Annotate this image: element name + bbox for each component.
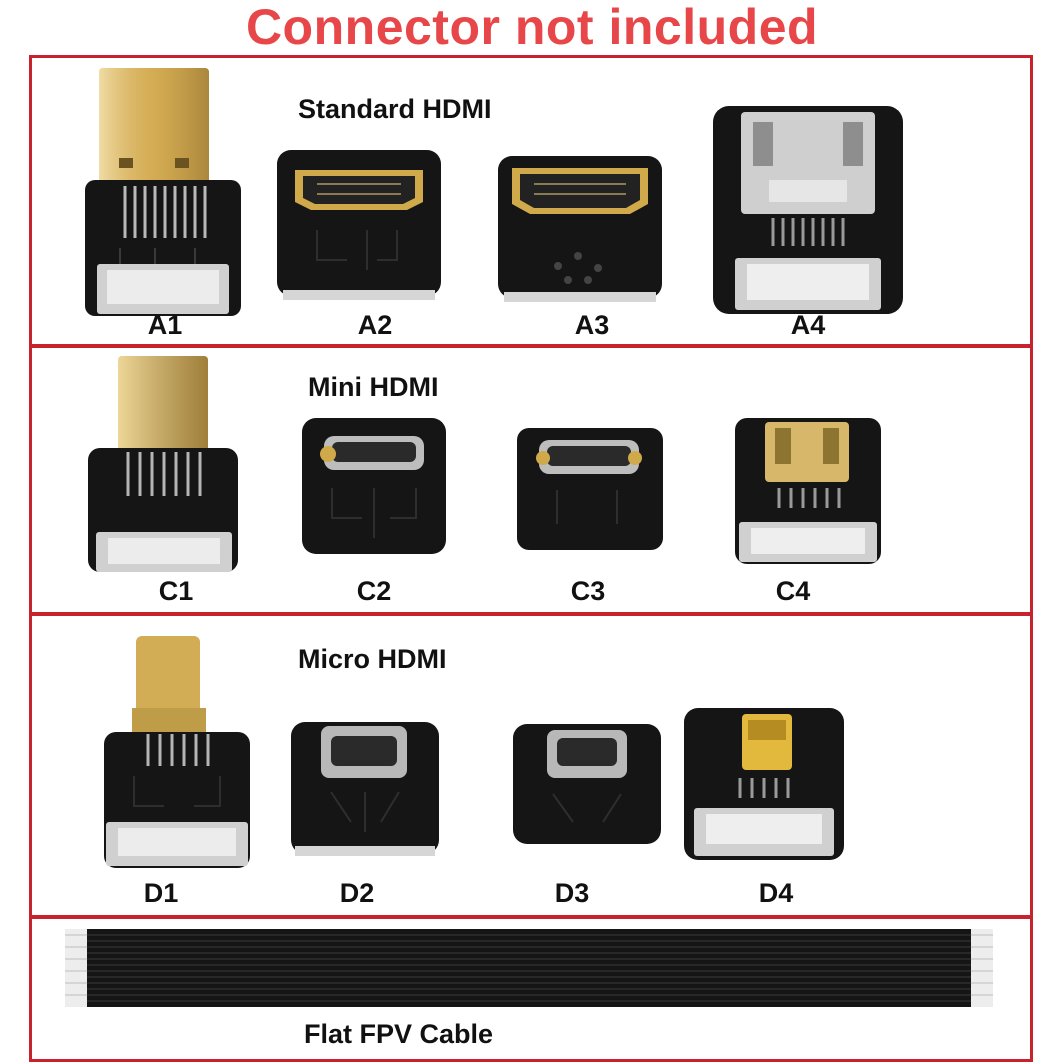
section-title-micro-hdmi: Micro HDMI xyxy=(298,644,447,674)
adapter-c1-image xyxy=(88,356,240,576)
label-a1: A1 xyxy=(147,310,183,340)
panel-mini-hdmi: Mini HDMI xyxy=(29,345,1033,615)
adapter-d4-image xyxy=(684,708,846,864)
label-a3: A3 xyxy=(574,310,610,340)
adapter-c2-image xyxy=(302,418,448,558)
adapter-a2-image xyxy=(277,150,443,300)
label-a4: A4 xyxy=(790,310,826,340)
adapter-c3-image xyxy=(517,428,665,554)
banner-connector-not-included: Connector not included xyxy=(245,0,819,55)
adapter-d2-image xyxy=(291,722,441,858)
adapter-a3-image xyxy=(498,156,664,306)
panel-flat-fpv-cable: Flat FPV Cable xyxy=(29,916,1033,1062)
adapter-c4-image xyxy=(735,418,883,568)
label-d3: D3 xyxy=(554,878,590,908)
panel-standard-hdmi: Standard HDMI xyxy=(29,55,1033,347)
section-title-flat-fpv-cable: Flat FPV Cable xyxy=(304,1019,494,1049)
label-d4: D4 xyxy=(758,878,794,908)
flat-fpv-cable-image xyxy=(65,929,993,1007)
label-c1: C1 xyxy=(158,576,194,606)
adapter-a4-image xyxy=(713,106,905,318)
label-c3: C3 xyxy=(570,576,606,606)
label-d1: D1 xyxy=(143,878,179,908)
label-a2: A2 xyxy=(357,310,393,340)
label-c2: C2 xyxy=(356,576,392,606)
adapter-a1-image xyxy=(85,68,245,320)
panel-micro-hdmi: Micro HDMI xyxy=(29,613,1033,918)
adapter-d1-image xyxy=(104,636,254,872)
section-title-standard-hdmi: Standard HDMI xyxy=(298,94,492,124)
adapter-d3-image xyxy=(513,724,663,848)
label-d2: D2 xyxy=(339,878,375,908)
section-title-mini-hdmi: Mini HDMI xyxy=(308,372,439,402)
label-c4: C4 xyxy=(775,576,811,606)
